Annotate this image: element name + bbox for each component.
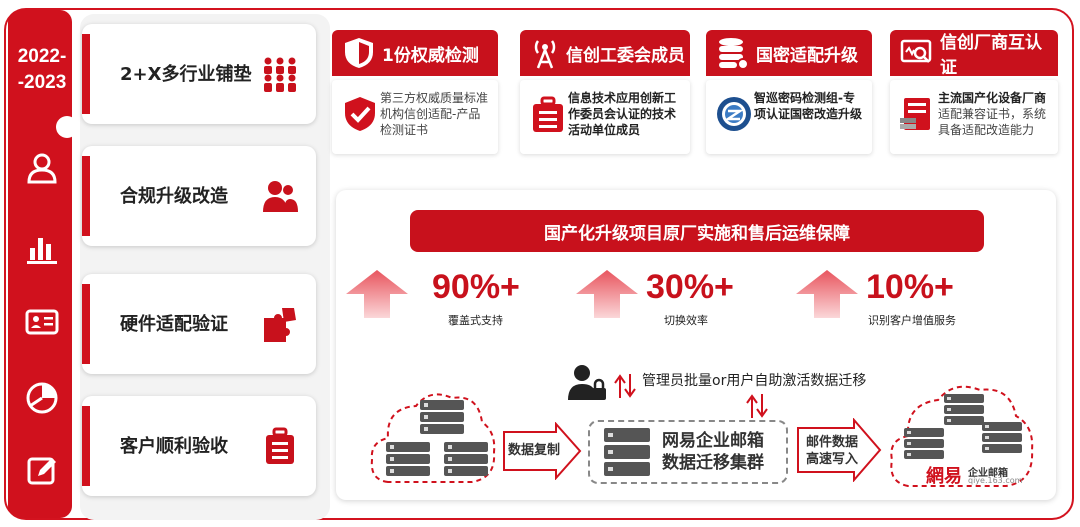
swap-arrows-icon — [614, 374, 636, 398]
card-industry[interactable]: 2+X多行业铺垫 — [82, 24, 316, 124]
write-arrow — [797, 418, 882, 482]
cluster-line2: 数据迁移集群 — [662, 453, 764, 473]
copy-label: 数据复制 — [508, 443, 561, 458]
badge-vendor: 信创厂商互认证 主流国产化设备厂商 适配兼容证书，系统具备适配改造能力 — [890, 30, 1058, 154]
stat-caption: 识别客户增值服务 — [868, 314, 956, 327]
team-icon — [264, 57, 296, 92]
admin-text: 管理员批量or用户自助激活数据迁移 — [642, 373, 867, 389]
server-icon — [900, 98, 930, 130]
puzzle-icon — [264, 308, 296, 342]
briefcase-icon — [266, 427, 294, 464]
swap-arrows-icon — [746, 394, 768, 418]
edit-icon[interactable] — [24, 452, 60, 488]
briefcase-icon — [533, 96, 563, 132]
badge-text-rest: 适配兼容证书，系统具备适配改造能力 — [938, 107, 1047, 137]
netease-logo: 網易 — [926, 466, 962, 486]
badge-text: 智巡密码检测组-专项认证国密改造升级 — [754, 91, 863, 121]
server-stack-icon — [604, 428, 650, 476]
card-label: 2+X多行业铺垫 — [120, 64, 252, 85]
server-stack-icon — [904, 394, 1022, 459]
write-line2: 高速写入 — [806, 452, 859, 467]
stat-caption: 切换效率 — [664, 314, 708, 327]
badge-crypto: 国密适配升级 智巡密码检测组-专项认证国密改造升级 — [706, 30, 872, 154]
badge-text-bold: 主流国产化设备厂商 — [938, 91, 1047, 105]
admin-lock-icon — [568, 365, 606, 400]
users-icon — [263, 181, 298, 212]
stat-value: 90%+ — [432, 268, 520, 306]
stat-caption: 覆盖式支持 — [448, 314, 503, 327]
year-label: 2022- -2023 — [17, 46, 67, 93]
server-stack-icon — [386, 400, 488, 476]
badge-title: 信创工委会成员 — [566, 45, 685, 66]
bar-chart-icon[interactable] — [24, 230, 60, 266]
cluster-line1: 网易企业邮箱 — [662, 431, 764, 451]
source-cloud — [370, 393, 496, 483]
pie-chart-icon[interactable] — [24, 380, 60, 416]
stat-value: 30%+ — [646, 268, 734, 306]
shield-icon — [345, 38, 373, 68]
cluster-text: 网易企业邮箱 数据迁移集群 — [662, 430, 764, 474]
destination-cloud — [890, 385, 1034, 487]
brand-url: qiye.163.com — [968, 476, 1023, 485]
user-icon[interactable] — [24, 150, 60, 186]
monitor-search-icon — [900, 39, 932, 63]
badge-text: 第三方权威质量标准机构信创适配-产品检测证书 — [380, 91, 489, 137]
badge-committee: 信创工委会成员 信息技术应用创新工作委员会认证的技术活动单位成员 — [520, 30, 690, 154]
badge-text: 主流国产化设备厂商 适配兼容证书，系统具备适配改造能力 — [938, 90, 1052, 138]
brand-sub: 企业邮箱 — [968, 468, 1008, 479]
badge-authority: 1份权威检测 第三方权威质量标准机构信创适配-产品检测证书 — [332, 30, 498, 154]
card-label: 客户顺利验收 — [120, 436, 228, 457]
up-arrow-icon — [346, 270, 408, 318]
card-compliance[interactable]: 合规升级改造 — [82, 146, 316, 246]
database-icon — [719, 38, 749, 70]
stat-value: 10%+ — [866, 268, 954, 306]
card-hardware[interactable]: 硬件适配验证 — [82, 274, 316, 374]
seal-icon — [717, 97, 751, 131]
id-card-icon[interactable] — [24, 304, 60, 340]
badge-title: 1份权威检测 — [382, 45, 479, 66]
card-label: 硬件适配验证 — [120, 314, 228, 335]
card-label: 合规升级改造 — [120, 186, 228, 207]
write-line1: 邮件数据 — [806, 435, 859, 450]
antenna-icon — [534, 40, 556, 69]
shield-check-icon — [345, 97, 375, 131]
badge-title: 国密适配升级 — [756, 45, 858, 66]
up-arrow-icon — [576, 270, 638, 318]
card-acceptance[interactable]: 客户顺利验收 — [82, 396, 316, 496]
badge-text: 信息技术应用创新工作委员会认证的技术活动单位成员 — [568, 91, 677, 137]
copy-arrow — [503, 422, 582, 480]
panel-banner: 国产化升级项目原厂实施和售后运维保障 — [410, 210, 984, 252]
rail-notch — [56, 116, 78, 138]
write-label: 邮件数据 高速写入 — [806, 434, 858, 468]
badge-title: 信创厂商互认证 — [940, 33, 1042, 78]
up-arrow-icon — [796, 270, 858, 318]
